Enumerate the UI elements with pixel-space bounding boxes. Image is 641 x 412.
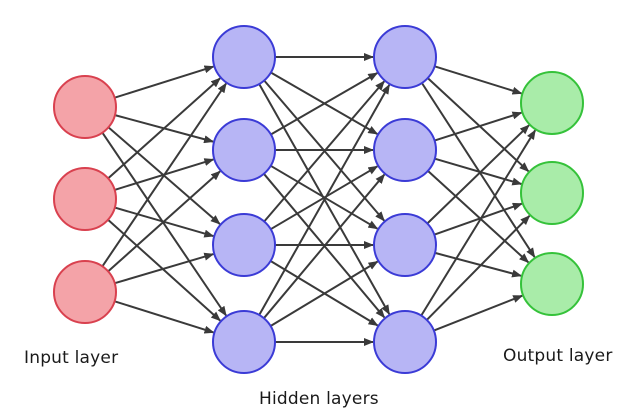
connection-arrow-0-0-3 [101,132,227,317]
connection-arrow-1-1-0 [270,72,379,136]
connection-arrow-0-1-0 [107,77,221,180]
hidden-neuron-2-3 [212,213,276,277]
hidden-neuron-2-2 [212,118,276,182]
input-neuron-1-1 [53,75,117,139]
connection-arrow-2-1-0 [434,111,523,142]
hidden-neuron-3-3 [373,213,437,277]
connection-arrow-2-3-1 [426,215,531,321]
output-neuron-4-3 [520,252,584,316]
input-neuron-1-2 [53,167,117,231]
hidden-neuron-3-2 [373,118,437,182]
connection-arrow-0-2-0 [101,82,227,267]
hidden-neuron-2-4 [212,310,276,374]
connection-arrow-1-2-0 [263,80,385,223]
connection-arrow-2-3-0 [420,129,537,317]
connection-arrow-2-1-1 [434,157,523,186]
connection-arrow-1-2-1 [270,165,379,231]
hidden-neuron-2-1 [212,25,276,89]
connection-arrow-1-3-2 [270,260,379,327]
connection-arrow-2-1-2 [427,170,530,264]
connection-arrow-2-0-0 [434,65,523,95]
output-layer-label: Output layer [503,346,613,366]
connection-arrow-2-0-1 [427,77,530,173]
output-neuron-4-2 [520,161,584,225]
connection-arrow-1-3-1 [263,173,386,319]
connection-arrow-0-1-3 [107,218,221,322]
input-neuron-1-3 [53,260,117,324]
connection-arrow-0-2-2 [114,252,215,285]
connection-arrow-0-0-0 [114,65,215,99]
connection-arrow-2-2-1 [433,202,523,236]
hidden-neuron-3-4 [373,310,437,374]
neurons [53,25,584,374]
connection-arrow-0-2-3 [114,300,215,334]
connection-arrow-2-2-0 [426,124,530,225]
connection-arrow-2-3-2 [433,294,524,332]
connections [101,53,537,346]
hidden-neuron-3-1 [373,25,437,89]
connection-arrow-2-2-2 [434,251,523,278]
input-layer-label: Input layer [24,348,119,368]
connection-arrow-2-0-2 [421,82,536,258]
connection-arrow-1-3-0 [258,84,391,316]
hidden-layers-label: Hidden layers [259,389,379,409]
connection-arrow-0-2-1 [107,170,221,273]
output-neuron-4-1 [520,71,584,135]
